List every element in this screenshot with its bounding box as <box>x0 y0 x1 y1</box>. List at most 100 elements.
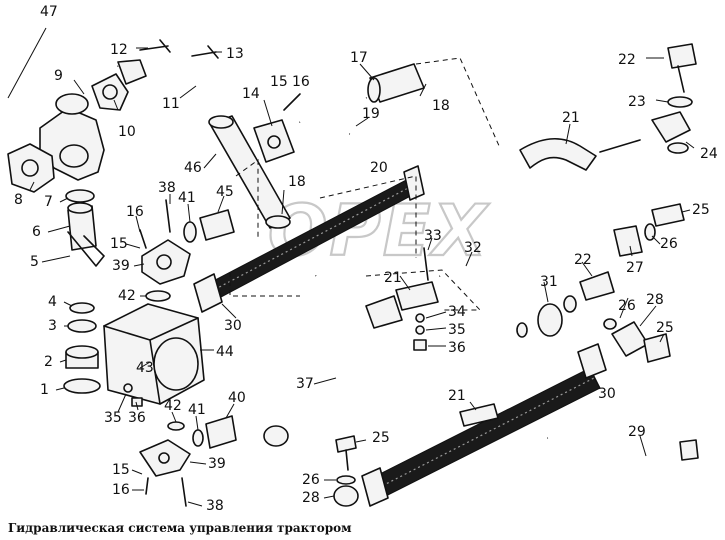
part-18-ring <box>265 215 291 229</box>
callout-32: 32 <box>464 240 482 256</box>
diagram-caption: Гидравлическая система управления тракто… <box>8 521 352 535</box>
part-9-port <box>55 93 89 115</box>
leader-25b <box>659 333 665 343</box>
part-38-bolt <box>165 199 171 233</box>
part-39-block <box>141 239 191 285</box>
callout-31: 31 <box>540 274 558 290</box>
callout-7: 7 <box>44 194 53 210</box>
dash-line-3 <box>319 175 417 258</box>
callout-10: 10 <box>118 124 136 140</box>
leader-4 <box>63 301 73 307</box>
part-16-bolt <box>139 229 147 249</box>
parts-layer <box>7 27 699 507</box>
callout-39-top: 39 <box>112 258 130 274</box>
callout-47: 47 <box>40 4 58 20</box>
callout-18-mid: 18 <box>288 174 306 190</box>
callout-45: 45 <box>216 184 234 200</box>
callout-42-bottom: 42 <box>164 398 182 414</box>
callout-17: 17 <box>350 50 368 66</box>
part-22-bolt-shank <box>677 65 685 93</box>
callout-28-bottom: 28 <box>302 490 320 506</box>
leader-41 <box>187 203 191 223</box>
callout-12: 12 <box>110 42 128 58</box>
callout-21-top: 21 <box>562 110 580 126</box>
leader-25a <box>681 209 691 213</box>
part-8-hole <box>21 159 39 177</box>
part-26-ring-bottom <box>336 475 356 485</box>
dashed-lines <box>229 57 501 311</box>
leader-35b <box>117 393 127 413</box>
part-3-ring <box>67 319 97 333</box>
dash-line-1 <box>415 57 501 149</box>
leader-26b <box>619 297 629 319</box>
callout-labels: 47 12 13 9 10 11 14 15 16 17 18 19 20 21… <box>14 4 718 514</box>
callout-16-mid: 16 <box>126 204 144 220</box>
callout-19: 19 <box>362 106 380 122</box>
leader-21c <box>469 401 477 411</box>
part-26-ring <box>603 318 617 330</box>
part-27-elbow <box>613 225 643 257</box>
part-21-clamp-lower <box>459 403 499 427</box>
callout-3: 3 <box>48 318 57 334</box>
part-46-end <box>208 115 234 129</box>
leader-6 <box>47 225 71 233</box>
dash-line-5 <box>235 159 259 238</box>
callout-44: 44 <box>216 344 234 360</box>
leader-28a <box>639 305 657 327</box>
callout-39-bottom: 39 <box>208 456 226 472</box>
callout-36-mid: 36 <box>448 340 466 356</box>
part-4-ring <box>69 302 95 314</box>
leader-31 <box>543 281 549 303</box>
part-12-bolt <box>139 39 171 53</box>
part-34-washer <box>415 313 425 323</box>
leader-30b <box>593 377 601 389</box>
leader-17 <box>359 63 375 81</box>
part-31-ring <box>516 322 528 338</box>
callout-41-bottom: 41 <box>188 402 206 418</box>
part-42-ring-top <box>145 290 171 302</box>
part-8-gasket <box>7 143 55 193</box>
callout-26-top: 26 <box>660 236 678 252</box>
leader-27 <box>629 245 633 257</box>
callout-2: 2 <box>44 354 53 370</box>
part-25-bolt-bottom-shank <box>345 449 349 471</box>
leader-11 <box>179 85 197 99</box>
callout-16-top: 16 <box>292 74 310 90</box>
part-42-ring-bottom <box>167 421 185 431</box>
leader-1 <box>55 387 65 391</box>
part-25-bolt-top <box>651 203 685 227</box>
callout-22-top: 22 <box>618 52 636 68</box>
part-47-line <box>7 27 47 99</box>
callout-41-top: 41 <box>178 190 196 206</box>
leader-7 <box>59 197 69 203</box>
part-41-ring <box>183 221 197 243</box>
part-1-ring <box>63 378 101 394</box>
leader-10 <box>113 99 119 111</box>
part-25-bolt-right <box>643 333 671 363</box>
callout-15-bottom: 15 <box>112 462 130 478</box>
part-21-pipe <box>599 139 641 153</box>
callout-21-mid: 21 <box>384 270 402 286</box>
leader-34 <box>425 311 447 319</box>
leader-26a <box>651 235 661 245</box>
part-14-flange <box>253 119 295 163</box>
part-37-pipe-inner <box>281 274 348 435</box>
leader-39a <box>133 263 145 267</box>
part-19-pipe-inner <box>298 95 367 125</box>
part-6-top <box>67 202 93 214</box>
leader-21a <box>565 123 571 145</box>
part-16-bolt-bottom <box>145 477 149 495</box>
leader-22b <box>581 261 593 277</box>
callout-34: 34 <box>448 304 466 320</box>
part-30-hose-lower-end-b <box>577 343 607 379</box>
leader-37 <box>313 377 337 385</box>
callout-25-top: 25 <box>692 202 710 218</box>
dash-line-4 <box>365 269 482 311</box>
leader-16a <box>135 215 141 233</box>
leader-32 <box>465 251 473 267</box>
part-10-hole <box>102 84 118 100</box>
callout-8: 8 <box>14 192 23 208</box>
callout-33: 33 <box>424 228 442 244</box>
